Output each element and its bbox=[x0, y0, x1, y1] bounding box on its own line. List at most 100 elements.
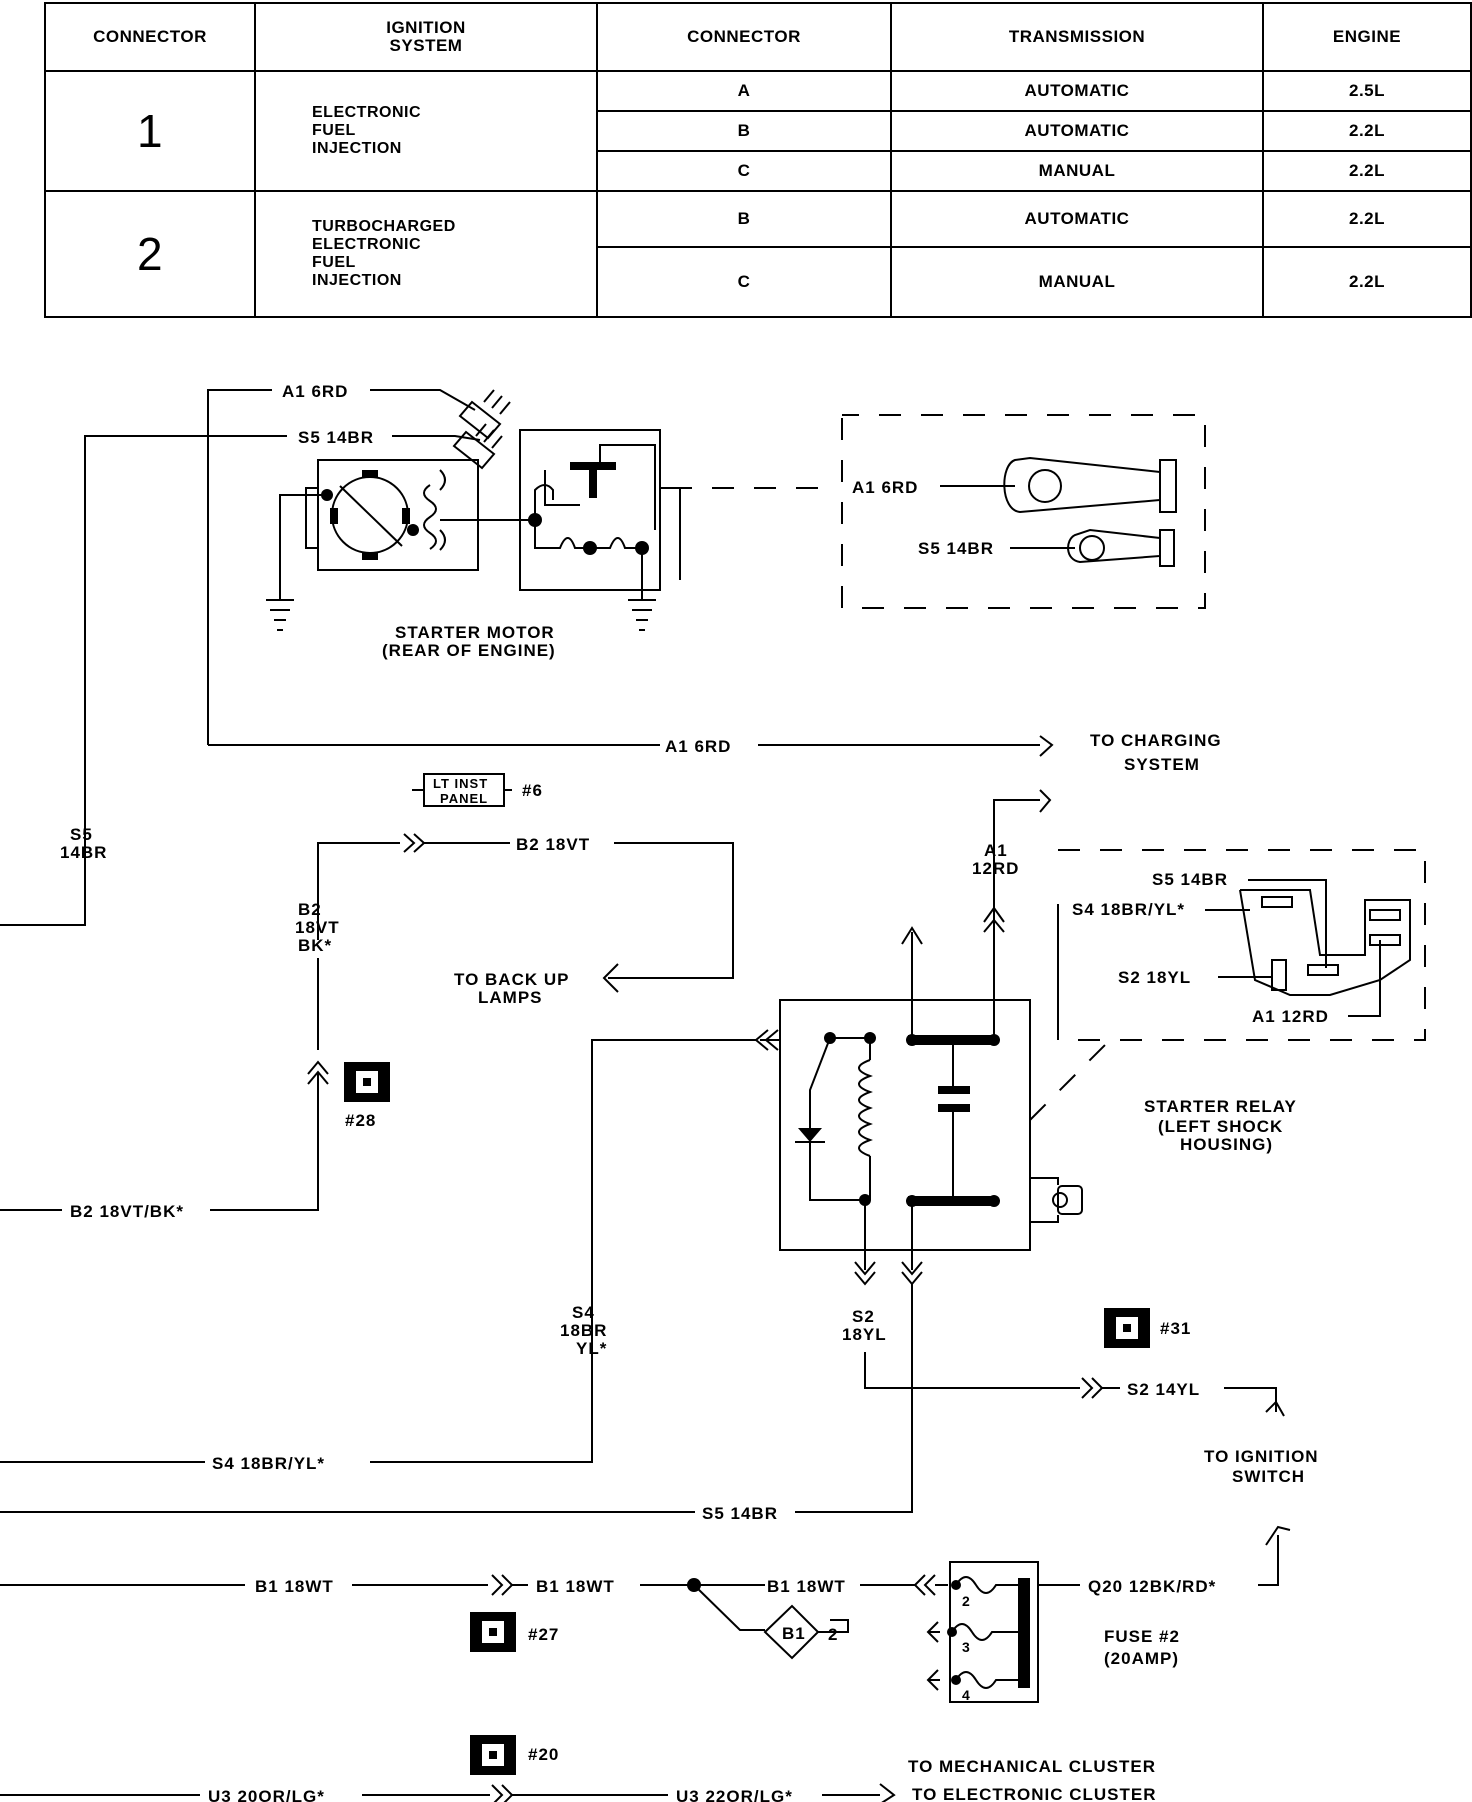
ignition-system-cell: ELECTRONIC FUEL INJECTION bbox=[254, 70, 598, 192]
fuse-terminal-4: 4 bbox=[962, 1687, 971, 1703]
header-ignition-system: IGNITION SYSTEM bbox=[254, 2, 598, 72]
wire-label-u3-right: U3 22OR/LG* bbox=[676, 1787, 793, 1802]
wire-label-b1-mid: B1 18WT bbox=[536, 1577, 615, 1596]
connector-letter: B bbox=[596, 190, 892, 248]
wire-label-motor-a1: A1 6RD bbox=[852, 478, 918, 497]
header-engine: ENGINE bbox=[1262, 2, 1472, 72]
header-connector-2: CONNECTOR bbox=[596, 2, 892, 72]
splice-number: 2 bbox=[828, 1625, 838, 1644]
relay-terminal-detail: S5 14BR S4 18BR/YL* S2 18YL A1 12RD bbox=[1029, 849, 1426, 1121]
relay-housing bbox=[779, 999, 1031, 1251]
dest-backup-sub: LAMPS bbox=[478, 988, 543, 1007]
motor-terminal-detail: A1 6RD S5 14BR bbox=[841, 414, 1206, 609]
dest-mech-cluster: TO MECHANICAL CLUSTER bbox=[908, 1757, 1156, 1776]
wire-label-a1-6rd-top: A1 6RD bbox=[282, 382, 348, 401]
dest-ignition-sub: SWITCH bbox=[1232, 1467, 1305, 1486]
motor-terminal-plugs bbox=[452, 389, 511, 470]
dest-charging: TO CHARGING bbox=[1090, 731, 1222, 750]
transmission-cell: AUTOMATIC bbox=[890, 190, 1264, 248]
wire-label-relay-s2: S2 18YL bbox=[1118, 968, 1191, 987]
fuse-terminal-2: 2 bbox=[962, 1593, 971, 1609]
wire-label-b2-vert: B2 bbox=[298, 900, 322, 919]
wire-label-s5-bottom: S5 14BR bbox=[702, 1504, 778, 1523]
transmission-cell: MANUAL bbox=[890, 150, 1264, 192]
wire-label-s5-14br-top: S5 14BR bbox=[298, 428, 374, 447]
lt-inst-panel: LT INST PANEL #6 bbox=[412, 773, 543, 807]
connector-letter: B bbox=[596, 110, 892, 152]
starter-motor-label: STARTER MOTOR bbox=[395, 623, 555, 642]
table-row: C MANUAL 2.2L bbox=[45, 150, 1472, 192]
splice-label: B1 bbox=[782, 1624, 806, 1643]
wire-label-s2-14yl: S2 14YL bbox=[1127, 1380, 1200, 1399]
svg-text:PANEL: PANEL bbox=[440, 791, 488, 806]
wire-label-a1-12rd-vert: A1 bbox=[984, 841, 1008, 860]
connector-number: 2 bbox=[44, 190, 256, 318]
wire-label-relay-s5: S5 14BR bbox=[1152, 870, 1228, 889]
engine-cell: 2.2L bbox=[1262, 150, 1472, 192]
fuse-2-block: 2 3 4 Q20 12BK/RD* FUSE #2 (20AMP) bbox=[926, 1525, 1291, 1703]
table-row: 1 ELECTRONIC FUEL INJECTION A AUTOMATIC … bbox=[44, 70, 1472, 192]
connector-28-icon: #28 bbox=[344, 1062, 390, 1130]
table-row: 2 TURBOCHARGED ELECTRONIC FUEL INJECTION… bbox=[44, 190, 1472, 318]
connector-28-ref: #28 bbox=[345, 1111, 376, 1130]
connector-application-table: CONNECTOR IGNITION SYSTEM CONNECTOR TRAN… bbox=[44, 2, 1472, 318]
starter-motor: A1 6RD S5 14BR bbox=[84, 382, 681, 925]
starter-relay-sub1: (LEFT SHOCK bbox=[1158, 1117, 1283, 1136]
wire-label-s4-bottom: S4 18BR/YL* bbox=[212, 1454, 325, 1473]
starter-relay: S4 18BR/YL* S4 18BR YL* STARTER RELAY (L… bbox=[0, 906, 1297, 1473]
wire-label-s4-vert: S4 bbox=[572, 1303, 595, 1322]
fuse-2-rating: (20AMP) bbox=[1104, 1649, 1179, 1668]
lt-inst-panel-ref: #6 bbox=[522, 781, 543, 800]
connector-letter: A bbox=[596, 70, 892, 112]
fuse-terminal-3: 3 bbox=[962, 1639, 971, 1655]
wire-label-s4-vert-gauge: 18BR bbox=[560, 1321, 607, 1340]
wire-label-s2-vert-gauge: 18YL bbox=[842, 1325, 887, 1344]
starter-motor-sublabel: (REAR OF ENGINE) bbox=[382, 641, 556, 660]
starter-relay-sub2: HOUSING) bbox=[1180, 1135, 1273, 1154]
table-row: C MANUAL 2.2L bbox=[45, 246, 1472, 318]
connector-20-icon: #20 bbox=[470, 1735, 559, 1775]
wire-label-s4-vert-color: YL* bbox=[576, 1339, 607, 1358]
dest-charging-sub: SYSTEM bbox=[1124, 755, 1200, 774]
wire-label-b1-right: B1 18WT bbox=[767, 1577, 846, 1596]
transmission-cell: AUTOMATIC bbox=[890, 70, 1264, 112]
ignition-system-cell: TURBOCHARGED ELECTRONIC FUEL INJECTION bbox=[254, 190, 598, 318]
wire-label-q20: Q20 12BK/RD* bbox=[1088, 1577, 1216, 1596]
engine-cell: 2.2L bbox=[1262, 246, 1472, 318]
connector-27-ref: #27 bbox=[528, 1625, 559, 1644]
transmission-cell: MANUAL bbox=[890, 246, 1264, 318]
wire-label-b2-bottom: B2 18VT/BK* bbox=[70, 1202, 184, 1221]
connector-31-icon: #31 bbox=[1104, 1308, 1191, 1348]
dest-ignition: TO IGNITION bbox=[1204, 1447, 1319, 1466]
header-transmission: TRANSMISSION bbox=[890, 2, 1264, 72]
wire-label-s5-left: S5 bbox=[70, 825, 93, 844]
wire-label-a1-6rd-charging: A1 6RD bbox=[665, 737, 731, 756]
transmission-cell: AUTOMATIC bbox=[890, 110, 1264, 152]
wire-label-relay-a1: A1 12RD bbox=[1252, 1007, 1329, 1026]
wire-label-b2-18vt: B2 18VT bbox=[516, 835, 590, 854]
header-connector: CONNECTOR bbox=[44, 2, 256, 72]
svg-text:LT INST: LT INST bbox=[433, 776, 488, 791]
fuse-2-label: FUSE #2 bbox=[1104, 1627, 1180, 1646]
splice-b1-symbol: B1 2 bbox=[763, 1604, 849, 1660]
connector-27-icon: #27 bbox=[470, 1612, 559, 1652]
engine-cell: 2.2L bbox=[1262, 110, 1472, 152]
connector-letter: C bbox=[596, 246, 892, 318]
dest-backup: TO BACK UP bbox=[454, 970, 569, 989]
wire-label-motor-s5: S5 14BR bbox=[918, 539, 994, 558]
wire-label-s2-vert: S2 bbox=[852, 1307, 875, 1326]
starter-relay-label: STARTER RELAY bbox=[1144, 1097, 1297, 1116]
wire-label-u3-left: U3 20OR/LG* bbox=[208, 1787, 325, 1802]
motor-housing bbox=[317, 459, 479, 571]
wire-label-relay-s4: S4 18BR/YL* bbox=[1072, 900, 1185, 919]
connector-31-ref: #31 bbox=[1160, 1319, 1191, 1338]
wire-label-s5-left-gauge: 14BR bbox=[60, 843, 107, 862]
wire-label-a1-12rd-vert-gauge: 12RD bbox=[972, 859, 1019, 878]
wire-label-b1-left: B1 18WT bbox=[255, 1577, 334, 1596]
table-row: B AUTOMATIC 2.2L bbox=[45, 110, 1472, 152]
connector-20-ref: #20 bbox=[528, 1745, 559, 1764]
wire-label-b2-vert-gauge: 18VT bbox=[295, 918, 340, 937]
wire-label-b2-vert-color: BK* bbox=[298, 936, 332, 955]
